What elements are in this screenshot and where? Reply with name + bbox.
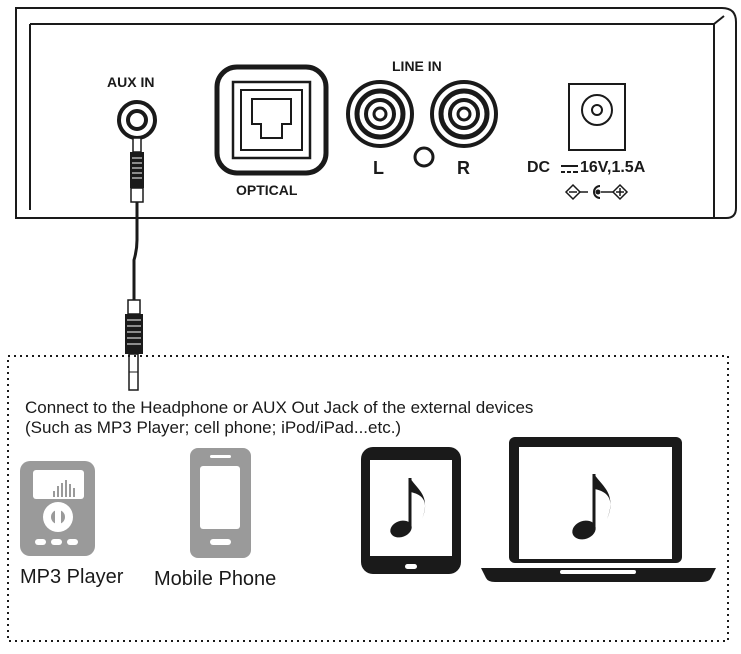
line-in-screw-icon — [413, 146, 435, 168]
left-channel-label: L — [373, 158, 384, 178]
mp3-player-icon — [20, 461, 95, 556]
line-in-right-jack — [430, 80, 498, 148]
aux-in-label: AUX IN — [107, 74, 155, 90]
dc-power-jack — [568, 83, 626, 151]
device-label-mp3-player: MP3 Player — [20, 566, 124, 588]
optical-label: OPTICAL — [236, 182, 298, 198]
line-in-left-jack — [346, 80, 414, 148]
mobile-phone-icon — [190, 448, 251, 558]
dc-rating-label: 16V,1.5A — [580, 159, 646, 176]
caption-line-2: (Such as MP3 Player; cell phone; iPod/iP… — [25, 418, 402, 437]
music-note-icon — [572, 474, 611, 540]
music-note-icon — [390, 478, 426, 538]
polarity-symbol-icon — [564, 183, 629, 201]
dc-label: DC — [527, 159, 551, 176]
right-channel-label: R — [457, 158, 470, 178]
optical-port — [214, 64, 329, 176]
device-label-mobile-phone: Mobile Phone — [154, 568, 277, 590]
line-in-label: LINE IN — [392, 58, 442, 74]
laptop-music-icon — [481, 437, 716, 582]
devices-dotted-frame — [7, 355, 729, 642]
dc-symbol-icon — [561, 165, 578, 173]
aux-in-jack — [117, 100, 157, 140]
caption-line-1: Connect to the Headphone or AUX Out Jack… — [25, 398, 534, 417]
aux-cable — [125, 137, 144, 391]
